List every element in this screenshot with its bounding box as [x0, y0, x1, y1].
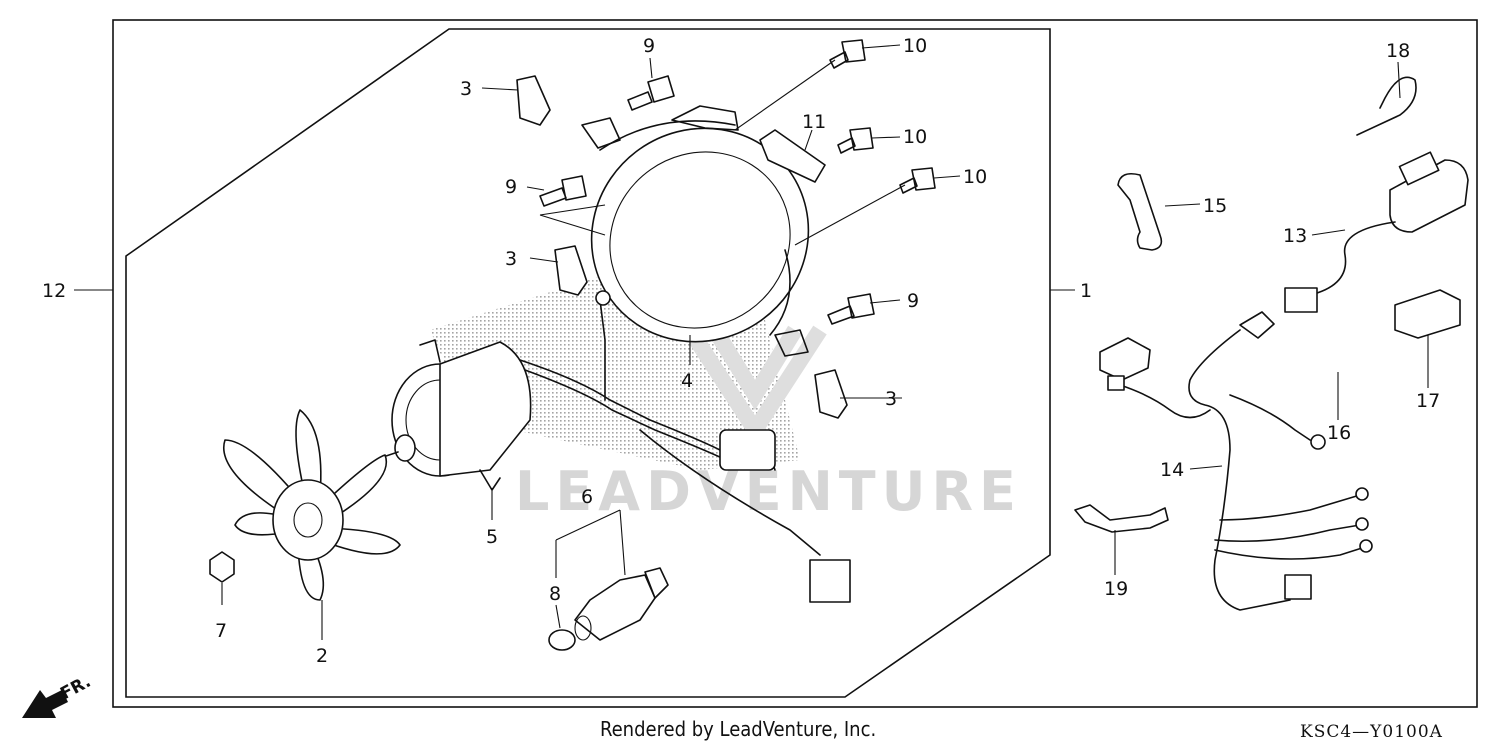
callout-labels: 1 2 3 3 3 4 5 6 7 8 9 9 9 10 10 10 11 12…	[42, 35, 1440, 667]
callout-19: 19	[1104, 578, 1128, 600]
bolt-9b	[539, 175, 587, 207]
callout-10a: 10	[903, 35, 927, 57]
callout-15: 15	[1203, 195, 1227, 217]
fan-shroud	[581, 105, 810, 357]
bolt-10c	[899, 167, 936, 194]
fan-blade	[223, 409, 401, 601]
render-credit: Rendered by LeadVenture, Inc.	[600, 717, 877, 741]
callout-6: 6	[581, 486, 593, 508]
callout-18: 18	[1386, 40, 1410, 62]
thermo-switch	[574, 567, 669, 641]
callout-10c: 10	[963, 166, 987, 188]
callout-9a: 9	[643, 35, 655, 57]
callout-8: 8	[549, 583, 561, 605]
callout-12: 12	[42, 280, 66, 302]
harness-stay	[1074, 504, 1169, 533]
motor-coupler	[719, 429, 776, 471]
callout-4: 4	[681, 370, 693, 392]
outer-frame	[112, 19, 1478, 708]
callout-5: 5	[486, 526, 498, 548]
front-direction-arrow	[22, 690, 68, 718]
callout-13: 13	[1283, 225, 1307, 247]
mounting-bracket	[759, 129, 826, 183]
bolt-9c	[827, 293, 875, 325]
fan-assembly-outline	[125, 28, 1051, 698]
coupler	[1099, 337, 1151, 381]
callout-11: 11	[802, 111, 826, 133]
spring-clip	[1356, 76, 1417, 136]
harness-band	[1117, 172, 1163, 251]
bolt-10a	[829, 39, 866, 69]
callout-3a: 3	[460, 78, 472, 100]
callout-9b: 9	[505, 176, 517, 198]
fan-motor	[379, 339, 532, 491]
clip-nut-c	[814, 369, 848, 419]
callout-14: 14	[1160, 459, 1184, 481]
coupler-cover	[1394, 289, 1461, 339]
leader-lines	[74, 44, 1429, 640]
callout-3c: 3	[885, 388, 897, 410]
bolt-9a	[627, 75, 675, 111]
o-ring	[548, 629, 576, 651]
callout-10b: 10	[903, 126, 927, 148]
bolt-10b	[837, 127, 874, 154]
clip-nut-a	[516, 75, 551, 126]
callout-17: 17	[1416, 390, 1440, 412]
callout-1: 1	[1080, 280, 1092, 302]
callout-9c: 9	[907, 290, 919, 312]
callout-7: 7	[215, 620, 227, 642]
callout-16: 16	[1327, 422, 1351, 444]
clip-nut-b	[554, 245, 588, 296]
motor-connector	[809, 559, 851, 603]
callout-3b: 3	[505, 248, 517, 270]
diagram-code: KSC4—Y0100A	[1300, 722, 1443, 742]
relay-with-cord	[1284, 151, 1469, 313]
flange-nut	[209, 551, 235, 583]
sub-wire-harness	[1107, 311, 1373, 611]
callout-2: 2	[316, 645, 328, 667]
